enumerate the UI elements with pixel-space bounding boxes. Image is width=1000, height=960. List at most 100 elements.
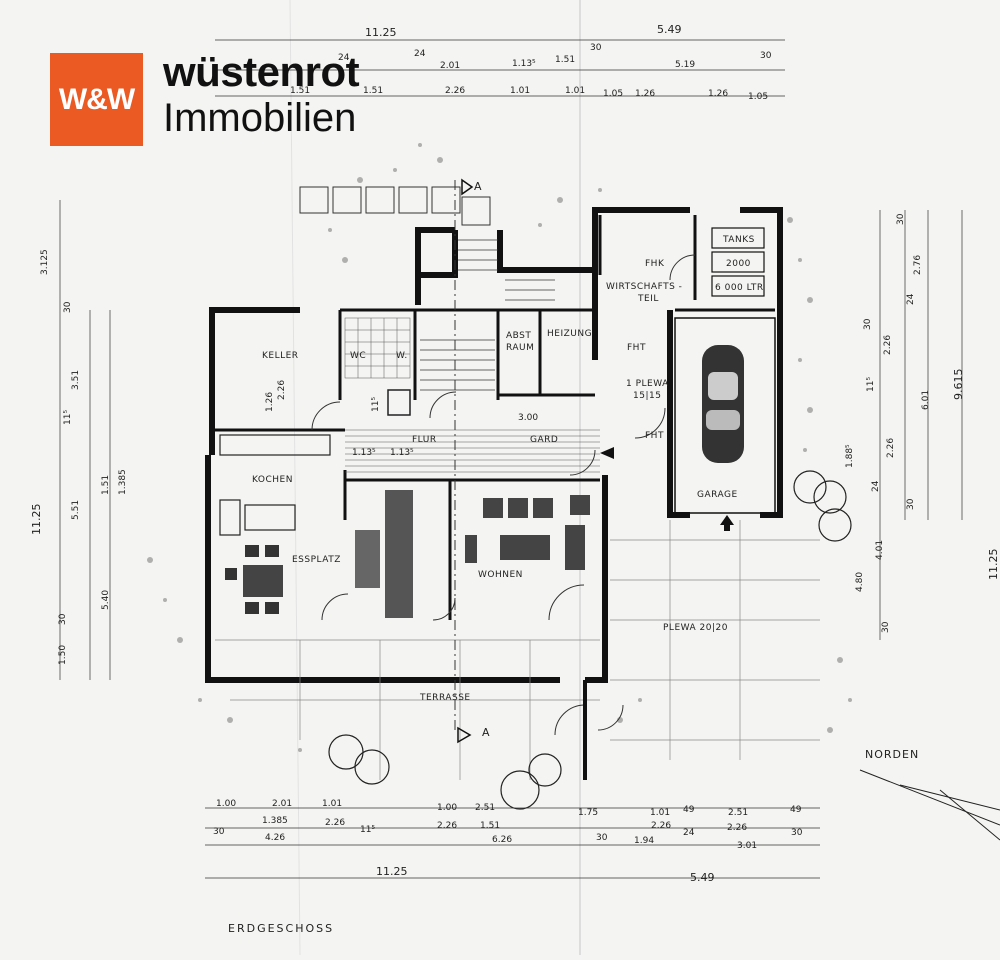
vegetation xyxy=(147,143,852,752)
section-label-top: A xyxy=(474,180,482,193)
dim-top-r2-5: 30 xyxy=(590,43,602,53)
dim-top-r2-3: 1.13⁵ xyxy=(512,59,536,69)
dim-bot-r2-2: 2.26 xyxy=(437,821,457,831)
dim-top-r2-4: 1.51 xyxy=(555,55,575,65)
plan-title: ERDGESCHOSS xyxy=(228,922,334,935)
dim-top-r3-1: 1.51 xyxy=(363,86,383,96)
dim-bot-r3-2: 11⁵ xyxy=(360,825,375,835)
dim-bot-r3-5: 1.94 xyxy=(634,836,654,846)
entrance-arrow xyxy=(600,447,614,459)
dim-bot-r1-7: 49 xyxy=(683,805,695,815)
room-label-wirtschaft: WIRTSCHAFTS - xyxy=(606,282,682,292)
terrace-paving xyxy=(215,520,820,780)
dim-bot-r2-4: 2.26 xyxy=(651,821,671,831)
dim-top-total-right: 5.49 xyxy=(657,23,682,36)
section-label-bottom: A xyxy=(482,726,490,739)
dim-left-4: 1.51 xyxy=(101,475,111,495)
dims-left: 3.125 30 3.51 11⁵ 1.51 1.385 5.51 5.40 3… xyxy=(30,249,128,665)
dim-inner-1: 1.13⁵ xyxy=(390,448,414,458)
label-fht-2: FHT xyxy=(645,431,664,441)
dim-right-14: 30 xyxy=(881,621,891,633)
dim-bot-r2-3: 1.51 xyxy=(480,821,500,831)
kitchen-counter xyxy=(219,434,331,536)
dim-right-8: 1.88⁵ xyxy=(845,444,855,468)
dim-top-r2-1: 2.01 xyxy=(440,61,460,71)
dim-right-5: 11⁵ xyxy=(866,377,876,392)
dim-inner-2: 3.00 xyxy=(518,413,538,423)
dim-bot-r1-8: 2.51 xyxy=(728,808,748,818)
dim-top-r3-4: 1.01 xyxy=(565,86,585,96)
room-label-abstraum-2: RAUM xyxy=(506,343,534,353)
dim-right-11: 30 xyxy=(906,498,916,510)
dim-bot-r1-3: 1.00 xyxy=(437,803,457,813)
label-fht-1: FHT xyxy=(627,343,646,353)
dim-bot-r3-3: 6.26 xyxy=(492,835,512,845)
room-divider-unit xyxy=(385,490,413,618)
dim-left-5: 1.385 xyxy=(118,469,128,495)
dim-left-2: 3.51 xyxy=(71,370,81,390)
dim-left-9: 1.50 xyxy=(58,645,68,665)
door-swings xyxy=(311,254,696,736)
dim-right-13: 4.01 xyxy=(875,540,885,560)
oil-tanks xyxy=(711,227,765,297)
dim-top-r2-7: 30 xyxy=(760,51,772,61)
dim-bot-r1-5: 1.75 xyxy=(578,808,598,818)
room-label-terrasse: TERRASSE xyxy=(419,693,471,703)
dim-right-7: 9.615 xyxy=(952,369,965,401)
dim-top-r2-2: 24 xyxy=(414,49,426,59)
dim-top-r3-3: 1.01 xyxy=(510,86,530,96)
dim-right-1: 2.76 xyxy=(913,255,923,275)
interior-walls xyxy=(212,215,775,620)
dim-top-r3-6: 1.26 xyxy=(635,89,655,99)
garage-interior xyxy=(674,317,776,514)
dim-top-total-left: 11.25 xyxy=(365,26,397,39)
room-label-wohnen: WOHNEN xyxy=(478,570,523,580)
trees xyxy=(328,470,852,810)
dims-right: 30 2.76 24 2.26 30 11⁵ 6.01 9.615 1.88⁵ … xyxy=(845,213,1000,633)
dim-top-r2-0: 24 xyxy=(338,53,350,63)
dim-left-10: 11.25 xyxy=(30,504,43,536)
label-plewa-1: 1 PLEWA xyxy=(626,379,669,389)
label-fhk: FHK xyxy=(645,259,665,269)
dim-left-3: 11⁵ xyxy=(63,410,73,425)
garage-entrance-arrow xyxy=(720,515,734,525)
dim-bot-total-right: 5.49 xyxy=(690,871,715,884)
room-label-gard: GARD xyxy=(530,435,558,445)
tank-label: TANKS xyxy=(722,235,755,245)
dim-bot-r1-0: 1.00 xyxy=(216,799,236,809)
dim-bot-r3-8: 30 xyxy=(791,828,803,838)
dim-left-6: 5.51 xyxy=(71,500,81,520)
garage-entrance-arrow-stem xyxy=(724,525,730,531)
dim-bot-r2-1: 2.26 xyxy=(325,818,345,828)
label-plewa-2: PLEWA 20|20 xyxy=(663,623,728,633)
dining-table xyxy=(225,545,283,614)
dim-right-9: 2.26 xyxy=(886,438,896,458)
dim-right-0: 30 xyxy=(896,213,906,225)
exterior-walls xyxy=(205,207,783,683)
dim-top-r3-0: 1.51 xyxy=(290,86,310,96)
staircase xyxy=(420,239,555,391)
dim-bot-r1-9: 49 xyxy=(790,805,802,815)
dim-right-4: 30 xyxy=(863,318,873,330)
dim-bot-r3-1: 4.26 xyxy=(265,833,285,843)
tank-b-label: 6 000 LTR xyxy=(715,283,764,293)
dim-right-3: 2.26 xyxy=(883,335,893,355)
living-furniture xyxy=(465,495,590,570)
room-label-flur: FLUR xyxy=(412,435,437,445)
dim-bot-r1-6: 1.01 xyxy=(650,808,670,818)
dim-right-15: 11.25 xyxy=(987,549,1000,581)
dim-left-8: 30 xyxy=(58,613,68,625)
flur-floor-pattern xyxy=(345,429,600,473)
room-label-essplatz: ESSPLATZ xyxy=(292,555,341,565)
dim-left-7: 5.40 xyxy=(101,590,111,610)
dim-inner-5: 11⁵ xyxy=(371,397,381,412)
dim-bot-r3-4: 30 xyxy=(596,833,608,843)
wc-tiles xyxy=(344,317,411,379)
room-label-w: W. xyxy=(396,351,408,361)
dim-bot-r3-7: 3.01 xyxy=(737,841,757,851)
fold-line xyxy=(289,0,301,956)
ww-logo-mark: W&W xyxy=(58,83,135,116)
dim-bot-r3-6: 24 xyxy=(683,828,695,838)
